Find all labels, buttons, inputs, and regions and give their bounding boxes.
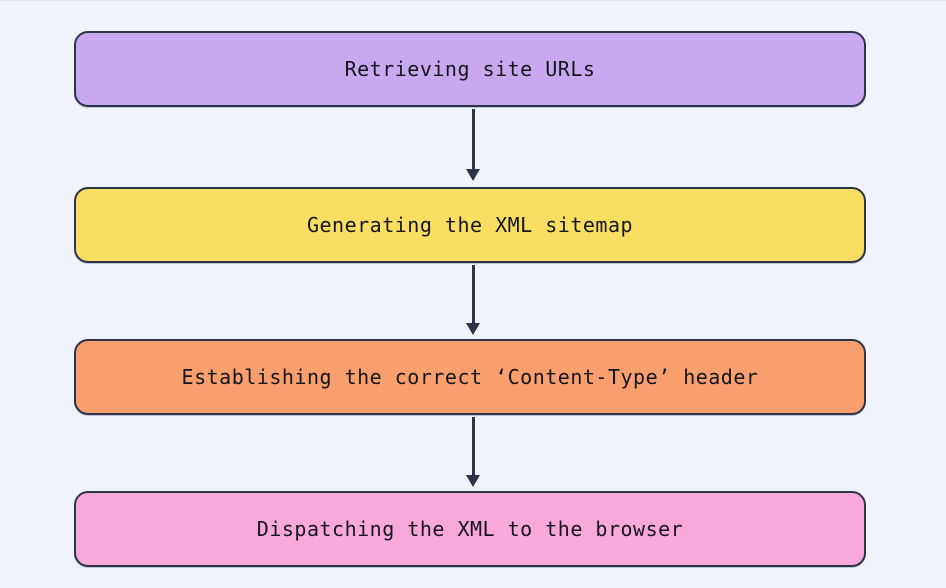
connector-line [472, 265, 475, 325]
flow-connector-arrow-down [465, 417, 481, 493]
connector-line [472, 417, 475, 477]
flow-node-generating-xml-sitemap[interactable]: Generating the XML sitemap [74, 187, 866, 263]
flow-node-label: Dispatching the XML to the browser [256, 517, 684, 541]
flow-node-label: Retrieving site URLs [344, 57, 596, 81]
arrow-head-icon [466, 475, 480, 487]
flow-node-retrieving-site-urls[interactable]: Retrieving site URLs [74, 31, 866, 107]
arrow-head-icon [466, 169, 480, 181]
flow-connector-arrow-down [465, 109, 481, 189]
flow-node-label: Generating the XML sitemap [306, 213, 634, 237]
flow-connector-arrow-down [465, 265, 481, 341]
flow-node-dispatching-xml-to-browser[interactable]: Dispatching the XML to the browser [74, 491, 866, 567]
arrow-head-icon [466, 323, 480, 335]
flow-node-label: Establishing the correct ‘Content-Type’ … [181, 365, 759, 389]
flow-node-establishing-content-type-header[interactable]: Establishing the correct ‘Content-Type’ … [74, 339, 866, 415]
connector-line [472, 109, 475, 171]
